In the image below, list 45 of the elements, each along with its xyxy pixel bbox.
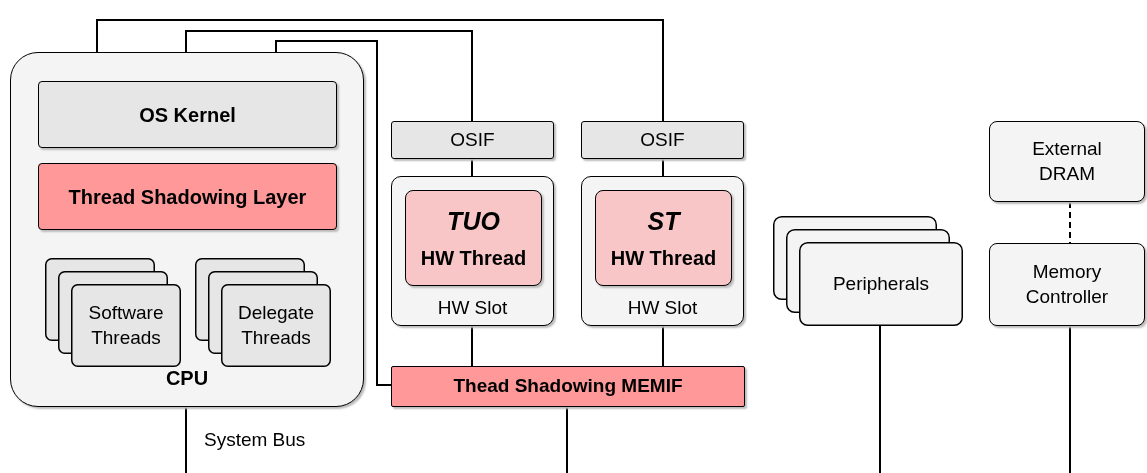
slot-box bbox=[581, 176, 744, 326]
process-box bbox=[391, 121, 554, 159]
box-label: ST bbox=[647, 205, 680, 237]
container-title: HW Slot bbox=[436, 297, 509, 319]
connector-line bbox=[185, 30, 473, 122]
process-box bbox=[405, 190, 542, 286]
bus-label: System Bus bbox=[204, 429, 306, 451]
process-box bbox=[595, 190, 732, 286]
process-box bbox=[581, 121, 744, 159]
connector-line bbox=[275, 40, 392, 386]
box-label: Memory Controller bbox=[1024, 259, 1110, 309]
process-box bbox=[989, 243, 1145, 326]
box-label: External DRAM bbox=[1031, 136, 1103, 186]
process-box bbox=[38, 163, 337, 230]
process-box bbox=[989, 121, 1145, 202]
box-label: OSIF bbox=[450, 127, 495, 152]
box-label: Delegate Threads bbox=[236, 300, 316, 350]
connector-line bbox=[566, 406, 568, 473]
box-label: Thead Shadowing MEMIF bbox=[453, 374, 683, 399]
stacked-boxes bbox=[195, 258, 331, 367]
connector-line bbox=[662, 325, 664, 367]
box-label: TUO bbox=[447, 205, 500, 237]
connector-line bbox=[471, 325, 473, 367]
connector-line bbox=[662, 158, 664, 177]
box-label: Thread Shadowing Layer bbox=[68, 184, 307, 210]
connector-line bbox=[96, 19, 664, 122]
box-label: OS Kernel bbox=[139, 102, 236, 128]
connector-line bbox=[185, 406, 187, 473]
box-label: OSIF bbox=[640, 127, 685, 152]
stacked-boxes bbox=[773, 216, 963, 326]
process-box bbox=[38, 81, 337, 148]
stacked-boxes bbox=[45, 258, 181, 367]
container-title: HW Slot bbox=[626, 297, 699, 319]
box-label: Peripherals bbox=[831, 271, 931, 296]
dashed-connector bbox=[1069, 201, 1071, 244]
box-label: Software Threads bbox=[87, 300, 165, 350]
container-box bbox=[10, 52, 364, 407]
connector-line bbox=[471, 158, 473, 177]
connector-line bbox=[879, 325, 881, 473]
box-label: HW Thread bbox=[610, 246, 717, 272]
process-box bbox=[391, 366, 745, 407]
box-label: HW Thread bbox=[420, 246, 527, 272]
container-title: CPU bbox=[164, 367, 210, 390]
slot-box bbox=[391, 176, 554, 326]
connector-line bbox=[1069, 325, 1071, 473]
